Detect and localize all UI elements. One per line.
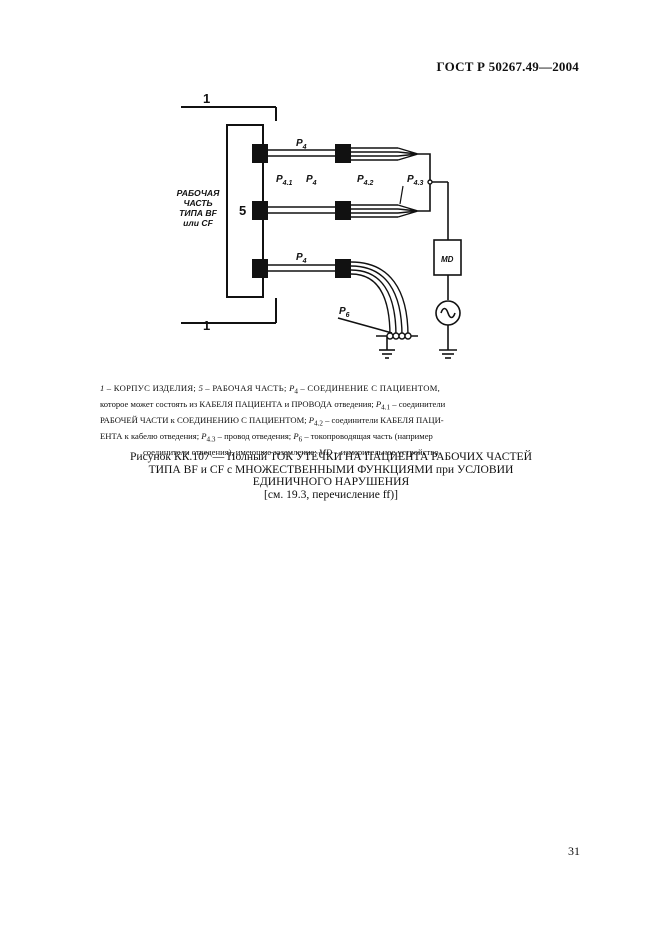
- label-p43: P4.3: [407, 174, 424, 187]
- caption-line-2: ТИПА BF и CF с МНОЖЕСТВЕННЫМИ ФУНКЦИЯМИ …: [148, 462, 514, 476]
- measuring-device-label: MD: [441, 255, 454, 264]
- enclosure-label-bottom: 1: [203, 318, 210, 333]
- caption-line-3: ЕДИНИЧНОГО НАРУШЕНИЯ: [252, 475, 410, 488]
- figure-legend: 1 – КОРПУС ИЗДЕЛИЯ; 5 – РАБОЧАЯ ЧАСТЬ; P…: [100, 383, 446, 458]
- connector-p41: [252, 201, 268, 220]
- svg-text:ТИПА BF: ТИПА BF: [179, 208, 217, 218]
- connector-p42-top: [335, 144, 351, 163]
- connector-p4-top: [252, 144, 268, 163]
- connector-p42: [335, 201, 351, 220]
- label-p4-bottom: P4: [296, 252, 307, 265]
- label-p4-top: P4: [296, 138, 307, 151]
- label-p41: P4.1: [276, 174, 293, 187]
- svg-text:или CF: или CF: [183, 218, 213, 228]
- caption-line-4: [см. 19.3, перечисление ff)]: [263, 487, 399, 501]
- connector-p4-bottom: [252, 259, 268, 278]
- label-p4-mid: P4: [306, 174, 317, 187]
- page-number: 31: [568, 844, 580, 858]
- enclosure-label-top: 1: [203, 91, 210, 106]
- figure-caption: Рисунок КК.107 — Полный ТОК УТЕЧКИ НА ПА…: [90, 450, 572, 501]
- svg-text:ЧАСТЬ: ЧАСТЬ: [183, 198, 212, 208]
- circuit-diagram: 1 1 5 РАБОЧАЯ ЧАСТЬ ТИПА BF или CF P4 P4…: [177, 91, 462, 359]
- applied-part-type-label: РАБОЧАЯ ЧАСТЬ ТИПА BF или CF: [177, 188, 221, 228]
- applied-part-number: 5: [239, 203, 246, 218]
- label-p42: P4.2: [357, 174, 374, 187]
- caption-line-1: Рисунок КК.107 — Полный ТОК УТЕЧКИ НА ПА…: [129, 450, 532, 463]
- connector-p42-bottom: [335, 259, 351, 278]
- standard-header: ГОСТ Р 50267.49—2004: [436, 59, 579, 74]
- svg-text:РАБОЧАЯ: РАБОЧАЯ: [177, 188, 221, 198]
- label-p6: P6: [339, 306, 350, 319]
